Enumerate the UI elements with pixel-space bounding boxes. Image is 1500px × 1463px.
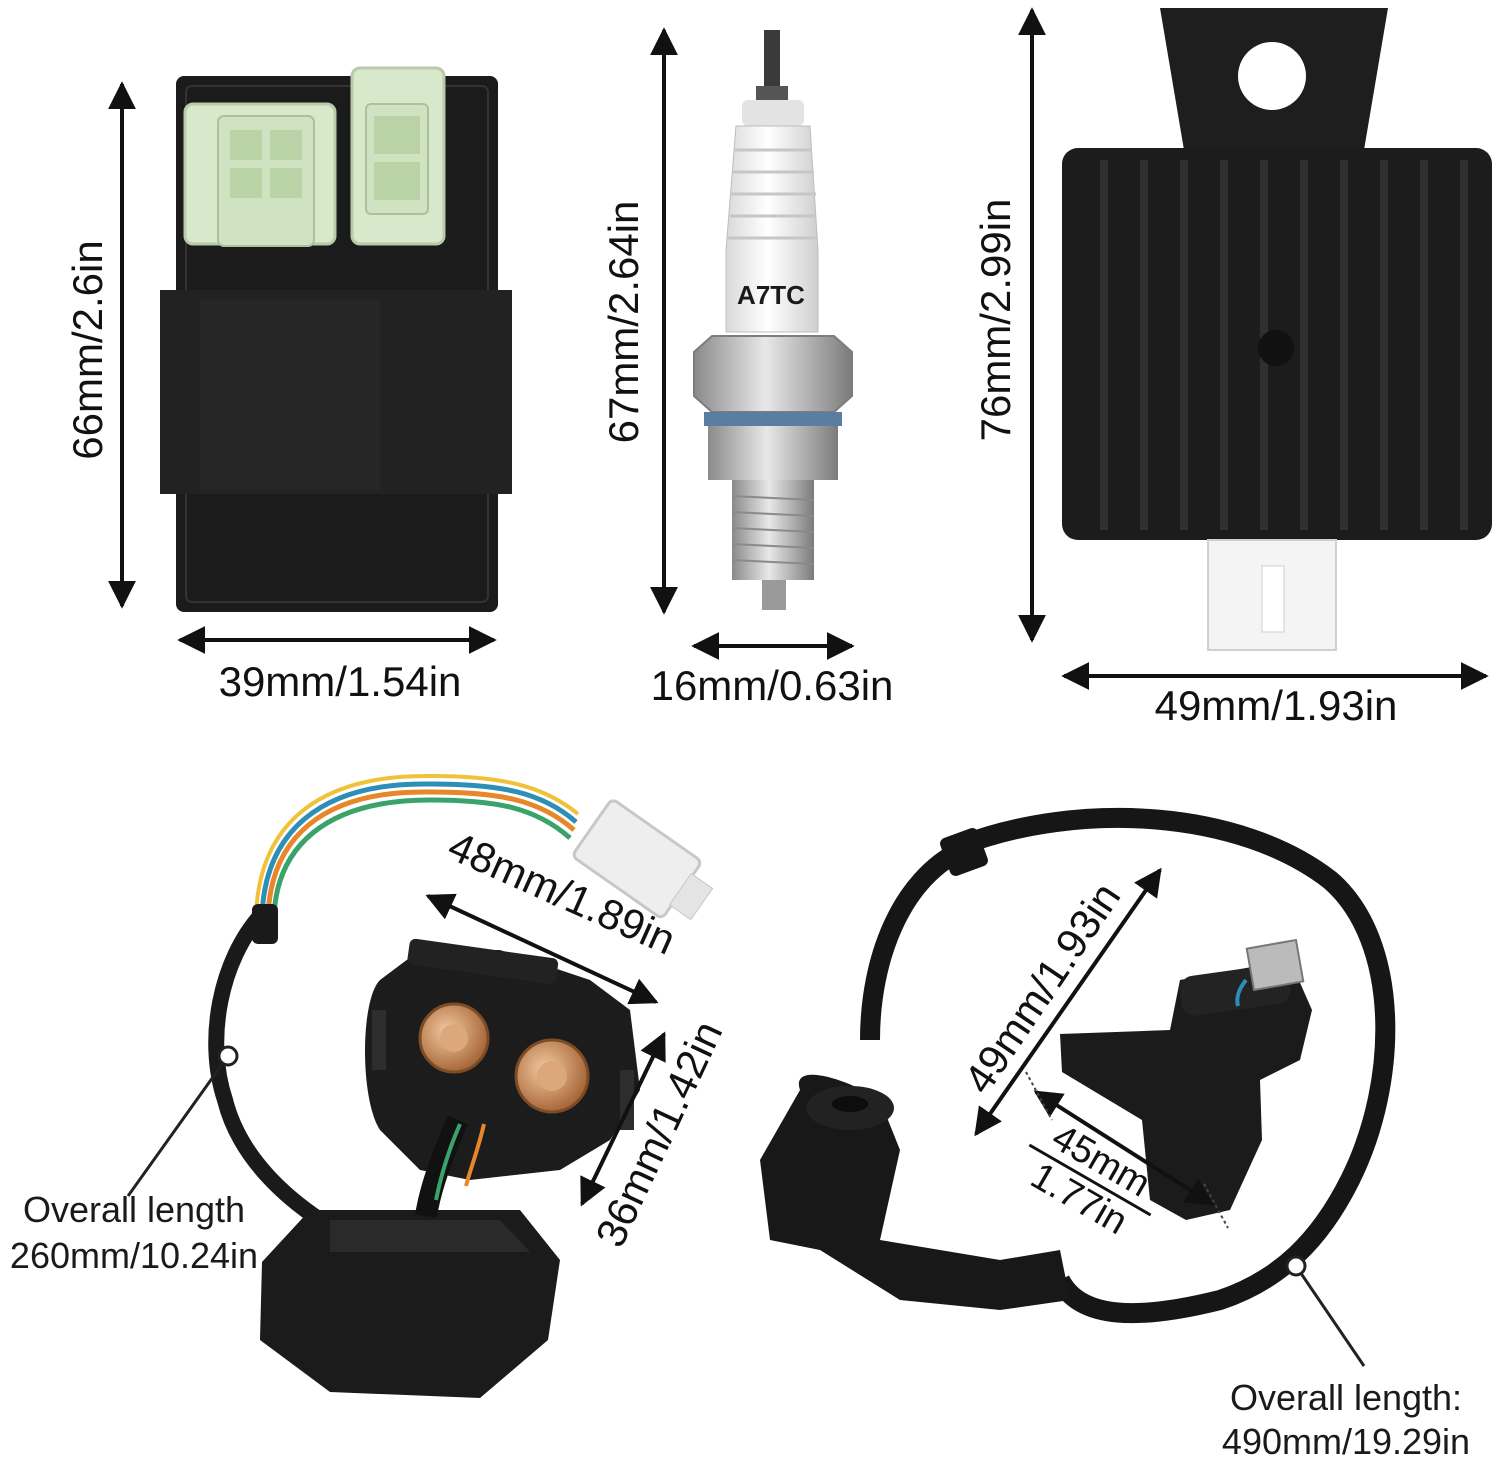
cdi-connector-4pin (350, 66, 446, 246)
regulator-height-label: 76mm/2.99in (972, 199, 1019, 442)
coil-callout-line (1294, 1265, 1366, 1367)
spark-plug: A7TC 67mm/2.64in 16mm/0.63in (600, 27, 894, 709)
spark-plug-width-label: 16mm/0.63in (651, 662, 894, 709)
voltage-regulator: 76mm/2.99in 49mm/1.93in (972, 7, 1492, 729)
ignition-coil: 49mm/1.93in 45mm 1.77in Overall length: … (760, 808, 1470, 1462)
coil-overall-label-line1: Overall length: (1230, 1377, 1462, 1418)
starter-relay: 48mm/1.89in 36mm/1.42in Overall length 2… (10, 773, 731, 1398)
cdi-connector-6pin (183, 102, 337, 247)
relay-connector (572, 799, 714, 921)
coil-width-arrow (1033, 1090, 1215, 1206)
coil-height-arrow (974, 867, 1162, 1137)
regulator-width-label: 49mm/1.93in (1155, 682, 1398, 729)
relay-width-arrow (425, 893, 659, 1005)
spark-plug-marking: A7TC (737, 280, 805, 310)
relay-height-arrow (580, 1031, 666, 1207)
relay-overall-label-line2: 260mm/10.24in (10, 1235, 258, 1276)
cdi-width-label: 39mm/1.54in (219, 658, 462, 705)
cdi-box: 66mm/2.6in 39mm/1.54in (64, 66, 512, 705)
coil-overall-label-line2: 490mm/19.29in (1222, 1421, 1470, 1462)
spark-plug-height-label: 67mm/2.64in (600, 201, 647, 444)
relay-callout-line (126, 1055, 230, 1197)
cdi-height-label: 66mm/2.6in (64, 240, 111, 459)
relay-overall-label-line1: Overall length (23, 1189, 245, 1230)
